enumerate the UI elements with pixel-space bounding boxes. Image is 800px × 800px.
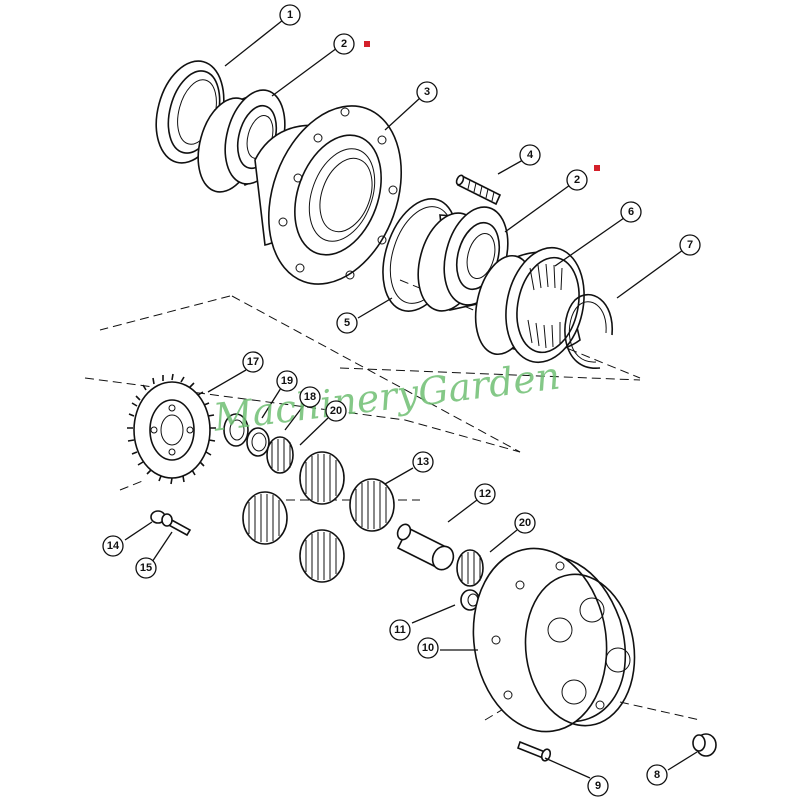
callout-12: 12 <box>474 483 496 505</box>
callout-label: 20 <box>519 517 531 529</box>
callout-label: 13 <box>417 456 429 468</box>
part-20-needle-bearing-lower <box>456 549 484 587</box>
callout-label: 14 <box>107 540 120 552</box>
callout-11: 11 <box>389 619 411 641</box>
callout-9: 9 <box>587 775 609 797</box>
part-19-washer <box>223 413 249 447</box>
callout-4: 4 <box>519 144 541 166</box>
callout-2-lower: 2 <box>566 165 600 191</box>
part-8-plug <box>692 733 717 757</box>
callout-label: 9 <box>595 780 601 792</box>
part-7-snap-ring <box>564 293 613 369</box>
callout-18: 18 <box>299 386 321 408</box>
callout-label: 15 <box>140 562 152 574</box>
callout-label: 12 <box>479 488 491 500</box>
callout-1: 1 <box>279 4 301 26</box>
callout-label: 17 <box>247 356 259 368</box>
callout-label: 1 <box>287 9 293 21</box>
part-13-pinion-1 <box>299 451 345 505</box>
red-marker <box>364 41 370 47</box>
callout-label: 7 <box>687 239 693 251</box>
part-15-bolt <box>161 513 192 537</box>
callout-10: 10 <box>417 637 439 659</box>
part-12-shaft <box>396 523 455 571</box>
part-20-needle-bearing-upper <box>266 436 294 474</box>
part-11-plug <box>460 589 480 611</box>
part-4-stud <box>455 174 502 206</box>
part-10-carrier-housing <box>472 547 636 733</box>
part-9-screw <box>517 740 552 762</box>
part-13-pinion-3 <box>242 491 288 545</box>
callout-8: 8 <box>646 764 668 786</box>
callout-20-lower: 20 <box>514 512 536 534</box>
part-17-large-gear <box>127 373 216 485</box>
callout-13: 13 <box>412 451 434 473</box>
part-13-pinion-4 <box>299 529 345 583</box>
leader-lines <box>124 19 698 779</box>
callout-7: 7 <box>679 234 701 256</box>
callout-label: 10 <box>422 642 434 654</box>
callout-label: 4 <box>527 149 534 161</box>
callout-label: 19 <box>281 375 293 387</box>
part-18-ring <box>246 427 270 457</box>
callout-label: 2 <box>341 38 347 50</box>
callout-2-upper: 2 <box>333 33 370 55</box>
callout-3: 3 <box>416 81 438 103</box>
part-6-ring-gear <box>474 246 585 364</box>
callout-label: 8 <box>654 769 660 781</box>
callout-5: 5 <box>336 312 358 334</box>
callout-17: 17 <box>242 351 264 373</box>
callout-label: 3 <box>424 86 430 98</box>
red-marker <box>594 165 600 171</box>
watermark: MachineryGarden <box>210 354 562 440</box>
callout-19: 19 <box>276 370 298 392</box>
part-2-bearing-lower <box>417 206 509 312</box>
callout-14: 14 <box>102 535 124 557</box>
callout-label: 20 <box>330 405 342 417</box>
callout-6: 6 <box>620 201 642 223</box>
callout-label: 11 <box>394 624 406 636</box>
callout-15: 15 <box>135 557 157 579</box>
part-13-pinion-2 <box>349 478 395 532</box>
callout-label: 2 <box>574 174 580 186</box>
callout-20-upper: 20 <box>325 400 347 422</box>
callout-label: 6 <box>628 206 634 218</box>
callout-label: 5 <box>344 317 350 329</box>
callout-label: 18 <box>304 391 316 403</box>
part-3-hub <box>254 105 403 285</box>
